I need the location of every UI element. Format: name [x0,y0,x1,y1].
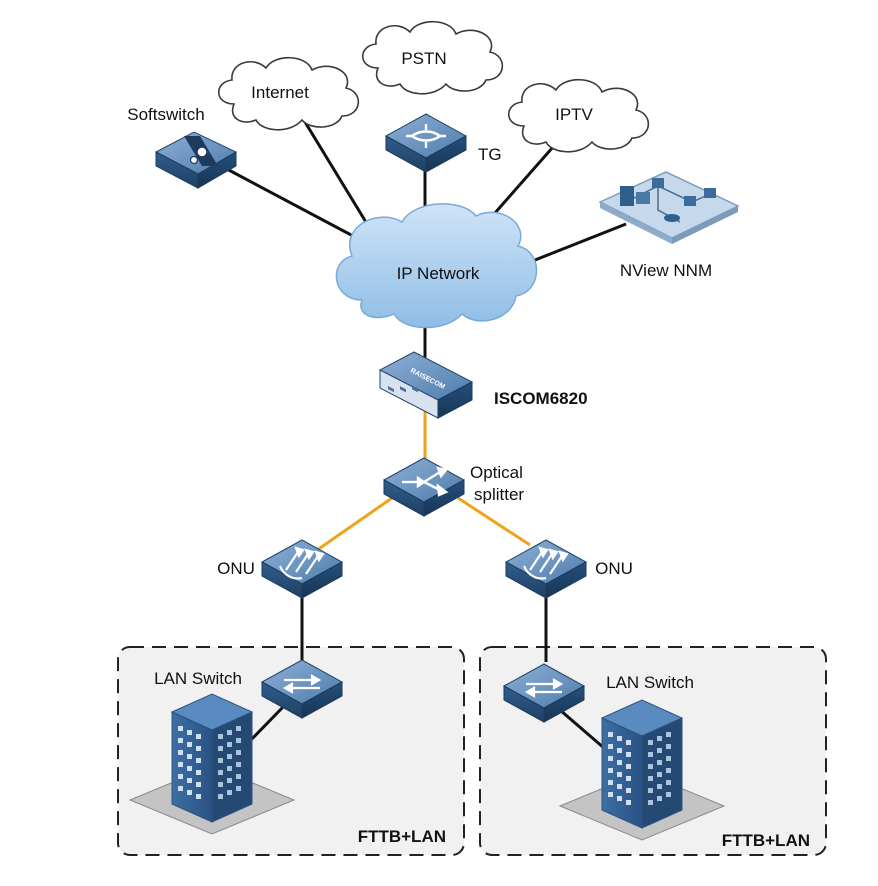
pstn-label: PSTN [401,49,446,68]
internet-label: Internet [251,83,309,102]
ip-network-label: IP Network [397,264,480,283]
gear-icon [196,146,208,158]
lan-switch-left [261,659,343,719]
nview-label: NView NNM [620,261,712,280]
onu-icon [278,546,325,580]
tg-router [385,113,467,173]
onu-left [261,539,343,599]
router-icon [406,124,446,148]
pstn-cloud: PSTN [361,20,504,95]
links [224,121,627,750]
zone-left-label: FTTB+LAN [358,827,446,846]
lan-switch-right-label: LAN Switch [606,673,694,692]
lan-switch-left-label: LAN Switch [154,669,242,688]
onu-right [505,539,587,599]
switch-icon [524,678,564,698]
switch-icon [282,674,322,694]
zone-right-label: FTTB+LAN [722,831,810,850]
building-right [558,699,726,841]
building-icon [558,699,726,841]
olt-label: ISCOM6820 [494,389,588,408]
softswitch-device [154,131,238,189]
onu-left-label: ONU [217,559,255,578]
splitter-icon [402,466,449,497]
iptv-cloud: IPTV [507,78,650,153]
splitter-label-line2: splitter [474,485,524,504]
nview-nms [598,171,740,244]
ip-network-cloud: IP Network [335,203,538,329]
splitter-label-line1: Optical [470,463,523,482]
softswitch-label: Softswitch [127,105,204,124]
iptv-label: IPTV [555,105,593,124]
lan-switch-right [503,663,585,723]
optical-splitter [383,457,465,517]
building-icon [128,693,296,835]
building-left [128,693,296,835]
cloud-icon [335,203,538,329]
internet-cloud: Internet [217,56,360,131]
tg-label: TG [478,145,502,164]
onu-right-label: ONU [595,559,633,578]
onu-icon [522,546,569,580]
olt-device: RAISECOM [378,351,474,419]
